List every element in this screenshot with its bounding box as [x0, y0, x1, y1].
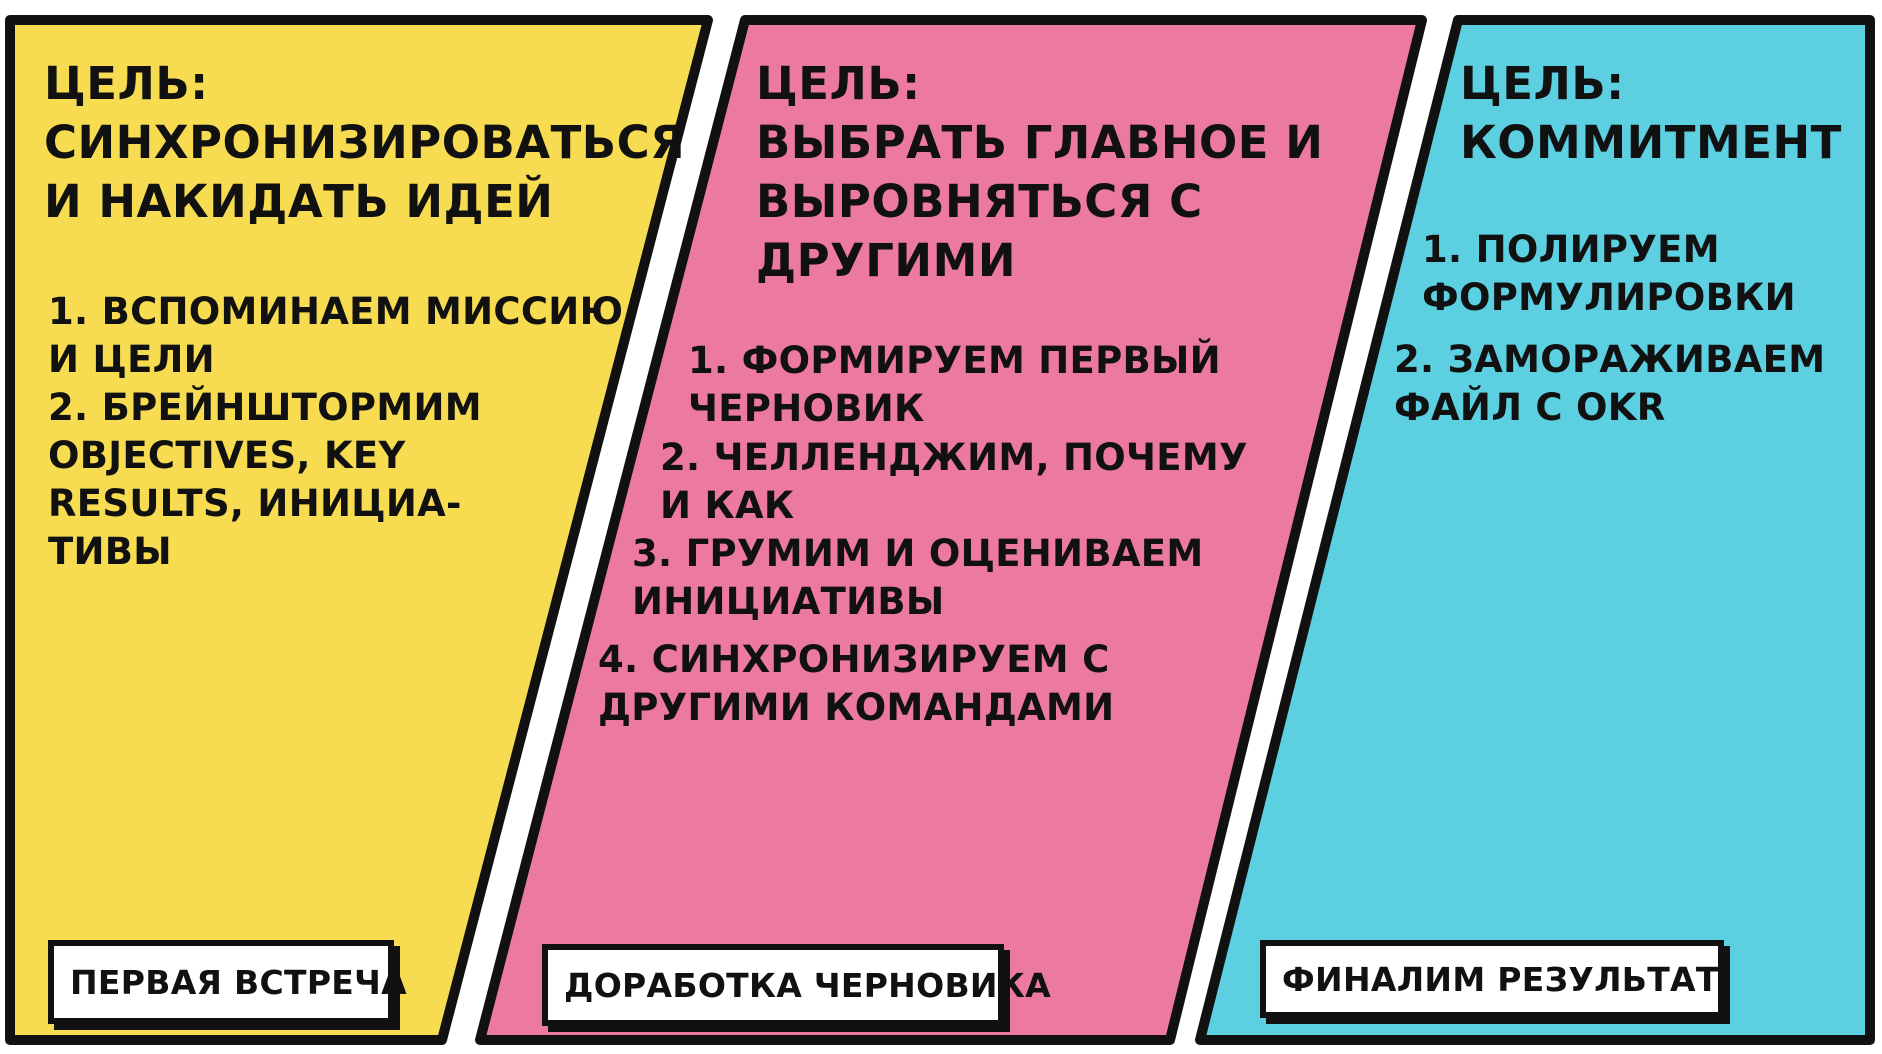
final-result-step-2: 2. Замораживаем файл с OKR	[1394, 338, 1826, 429]
first-meeting-label-text: Первая встреча	[70, 962, 407, 1002]
draft-refinement-label-text: Доработка черновика	[564, 965, 1051, 1005]
final-result-step-1: 1. Полируем формулировки	[1422, 228, 1796, 319]
draft-refinement-step-4: 4. Синхронизируем с другими командами	[598, 638, 1115, 729]
draft-refinement-label: Доработка черновика	[542, 944, 1051, 1026]
first-meeting-goal: Цель: Синхронизироваться и накидать идей	[44, 57, 686, 228]
first-meeting-step-2: 2. Брейнштормим Objectives, Key Results,…	[48, 386, 482, 573]
draft-refinement-step-1: 1. Формируем первый черновик	[688, 339, 1221, 430]
final-result-panel	[1195, 15, 1875, 1045]
draft-refinement-step-3: 3. Грумим и оцениваем инициативы	[632, 532, 1204, 623]
final-result-label-text: Финалим результат	[1282, 959, 1719, 999]
draft-refinement-step-2: 2. Челленджим, почему и как	[660, 436, 1248, 527]
first-meeting-panel	[5, 15, 713, 1045]
final-result-label: Финалим результат	[1260, 940, 1724, 1018]
draft-refinement-panel	[475, 15, 1427, 1045]
first-meeting-label: Первая встреча	[48, 940, 407, 1024]
final-result-goal: Цель: Коммитмент	[1460, 57, 1842, 169]
first-meeting-step-1: 1. Вспоминаем миссию и цели	[48, 290, 624, 381]
draft-refinement-goal: Цель: Выбрать главное и выровняться с др…	[756, 57, 1324, 287]
